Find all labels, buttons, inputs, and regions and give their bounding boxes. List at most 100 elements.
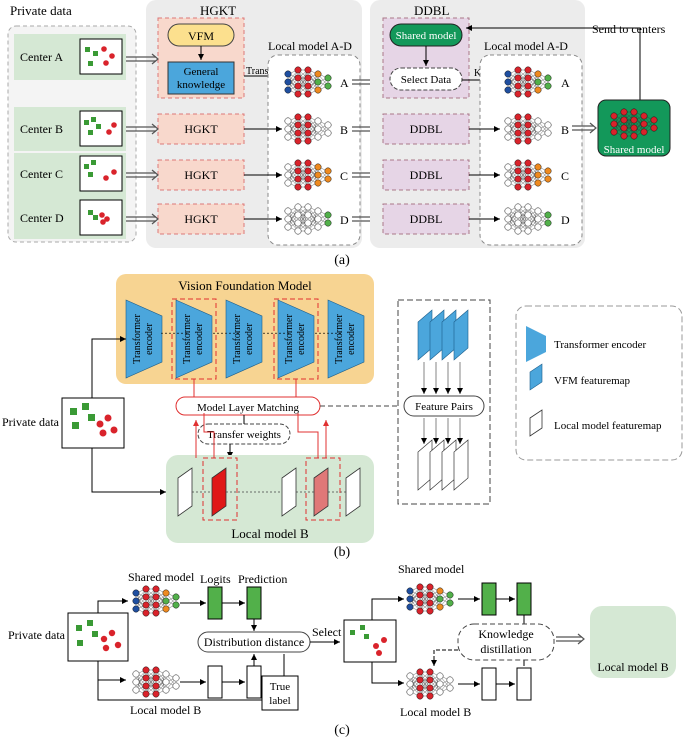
network-node (534, 207, 542, 215)
knowledge-distillation-pill (457, 623, 555, 661)
network-node (162, 678, 170, 686)
network-node (544, 211, 552, 219)
prediction-label: Prediction (238, 572, 287, 586)
network-node (426, 607, 434, 615)
network-node (304, 175, 312, 183)
node-label-d-right: D (561, 213, 570, 227)
network-node (314, 78, 322, 86)
hgkt-box-c (157, 159, 245, 191)
network-node (132, 589, 140, 597)
encoder-dots-4: ······· (314, 326, 342, 340)
network-node (436, 680, 444, 688)
transformer-encoder-4 (277, 299, 315, 379)
local-featuremap-pair-3 (441, 439, 457, 491)
network-node (544, 129, 552, 137)
network-node (142, 674, 150, 682)
network-node (172, 593, 180, 601)
network-node (426, 676, 434, 684)
feature-pairs-stack (417, 309, 469, 491)
network-node (426, 684, 434, 692)
network-node (294, 211, 302, 219)
network-node (314, 179, 322, 187)
local-model-b-network (284, 113, 332, 145)
network-node (132, 605, 140, 613)
general-knowledge-box (167, 61, 235, 95)
network-node (324, 129, 332, 137)
network-node (304, 159, 312, 167)
network-node (284, 215, 292, 223)
network-node (142, 690, 150, 698)
network-node (406, 688, 414, 696)
network-node (304, 203, 312, 211)
center-c-label: Center C (20, 167, 63, 181)
network-node (514, 90, 522, 98)
network-node (514, 129, 522, 137)
network-node (284, 125, 292, 133)
ddbl-box-b (382, 113, 470, 145)
encoder-label-1: Transformer (232, 314, 243, 364)
network-node (544, 167, 552, 175)
node-label-a-left: A (340, 76, 349, 90)
kd-model-d-network (504, 203, 552, 235)
network-node (514, 121, 522, 129)
network-node (640, 112, 648, 120)
true-label-line2: label (269, 695, 290, 707)
network-node (162, 670, 170, 678)
shared-model-pill-label: Shared model (396, 30, 457, 42)
network-node (314, 125, 322, 133)
transformer-encoder-5 (327, 299, 365, 379)
network-node (436, 587, 444, 595)
selected-data-image (343, 619, 397, 663)
network-node (504, 78, 512, 86)
network-node (416, 676, 424, 684)
network-node (152, 690, 160, 698)
network-node (294, 129, 302, 137)
network-node (152, 585, 160, 593)
network-node (426, 599, 434, 607)
local-featuremap-pair-2 (429, 439, 445, 491)
network-node (524, 129, 532, 137)
network-node (284, 70, 292, 78)
network-node (304, 66, 312, 74)
local-model-network-c (132, 666, 180, 698)
send-to-centers-label: Send to centers (592, 22, 666, 36)
shared-model-right-label: Shared model (398, 562, 465, 576)
network-node (304, 90, 312, 98)
network-node (294, 219, 302, 227)
network-node (426, 668, 434, 676)
network-node (524, 203, 532, 211)
local-featuremap-3 (281, 467, 297, 517)
distribution-distance-label: Distribution distance (204, 635, 304, 649)
true-label-line1: True (270, 681, 290, 693)
vfm-featuremap-pair-1 (417, 309, 433, 361)
legend-transformer-encoder: Transformer encoder (554, 339, 646, 351)
shared-prediction-block (246, 586, 262, 620)
network-node (172, 674, 180, 682)
legend-local-featuremap: Local model featuremap (554, 420, 662, 432)
network-node (294, 66, 302, 74)
kd-model-b-network (504, 113, 552, 145)
true-label-box (261, 675, 299, 711)
node-label-b-right: B (561, 123, 569, 137)
network-node (514, 113, 522, 121)
network-node (324, 74, 332, 82)
model-layer-matching-label: Model Layer Matching (197, 402, 300, 414)
network-node (630, 124, 638, 132)
network-node (284, 78, 292, 86)
local-model-network-c-right (406, 668, 454, 700)
network-node (534, 171, 542, 179)
shared-model-left-label: Shared model (128, 570, 195, 584)
local-logits-block (207, 665, 223, 699)
network-node (524, 183, 532, 191)
network-node (504, 207, 512, 215)
encoder-label-2: encoder (244, 323, 255, 355)
encoder-label-2: encoder (346, 323, 357, 355)
network-node (610, 128, 618, 136)
matched-local-layer-2 (305, 457, 341, 521)
network-node (610, 112, 618, 120)
center-b-label: Center B (20, 122, 63, 136)
network-node (504, 223, 512, 231)
network-node (514, 137, 522, 145)
local-featuremap-4 (313, 467, 329, 517)
